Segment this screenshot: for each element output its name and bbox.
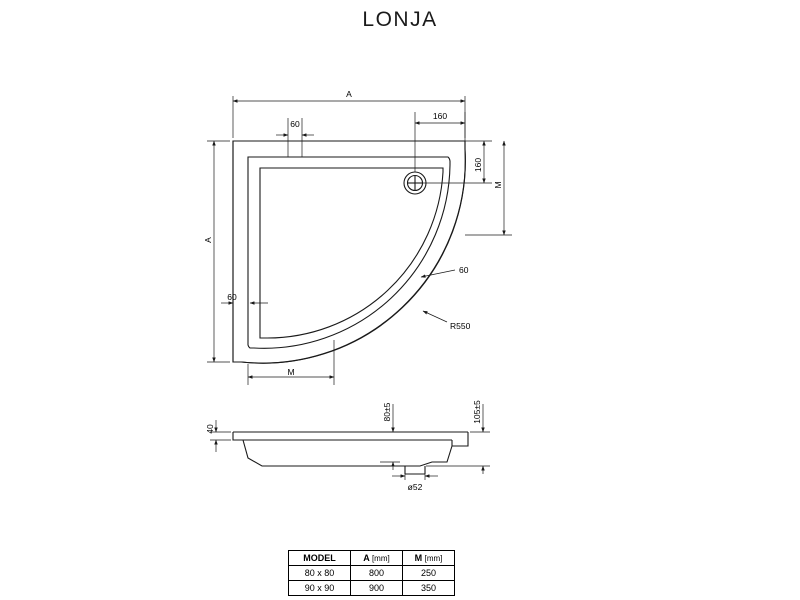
dim-drain: ø52 [408,482,423,492]
cell-model: 90 x 90 [288,580,351,596]
dim-top-60: 60 [290,119,300,129]
dim-105: 105±5 [472,400,482,424]
cell-a: 800 [350,565,403,581]
cell-m: 250 [402,565,455,581]
plan-view-inner-basin [247,156,451,349]
plan-dimension-labels: A 60 160 160 M A 60 M 60 R550 [203,89,503,377]
header-a-label: A [363,553,370,563]
cell-model: 80 x 80 [288,565,351,581]
dim-right-160: 160 [473,158,483,172]
dim-right-M: M [493,181,503,188]
header-m-unit: [mm] [424,554,443,563]
plan-view-basin-floor [259,167,444,339]
dim-80: 80±5 [382,402,392,421]
header-a: A [mm] [350,550,403,566]
header-m-label: M [414,553,423,563]
dim-left-60: 60 [227,292,237,302]
cell-m: 350 [402,580,455,596]
dim-top-A: A [346,89,352,99]
header-a-unit: [mm] [371,554,390,563]
leader-60: 60 [459,265,469,275]
header-model-label: MODEL [303,553,336,563]
table-header-row: MODEL A [mm] M [mm] [288,550,455,566]
header-model: MODEL [288,550,351,566]
table-row: 80 x 80 800 250 [288,565,455,581]
dim-top-160: 160 [433,111,447,121]
table-row: 90 x 90 900 350 [288,580,455,596]
section-dimensions [210,404,490,480]
model-table: MODEL A [mm] M [mm] 80 x 80 800 250 90 x… [288,550,455,596]
cell-a: 900 [350,580,403,596]
plan-view-outline [232,140,466,364]
dim-40: 40 [205,424,215,434]
dim-bottom-M: M [287,367,294,377]
leader-R550: R550 [450,321,471,331]
section-dimension-labels: 40 80±5 105±5 ø52 [205,400,482,492]
plan-view-outer-edge [232,140,466,364]
dim-left-A: A [203,237,213,243]
plan-dimensions [207,96,512,385]
header-m: M [mm] [402,550,455,566]
page-title: LONJA [362,8,438,31]
section-view-outline [232,431,469,475]
